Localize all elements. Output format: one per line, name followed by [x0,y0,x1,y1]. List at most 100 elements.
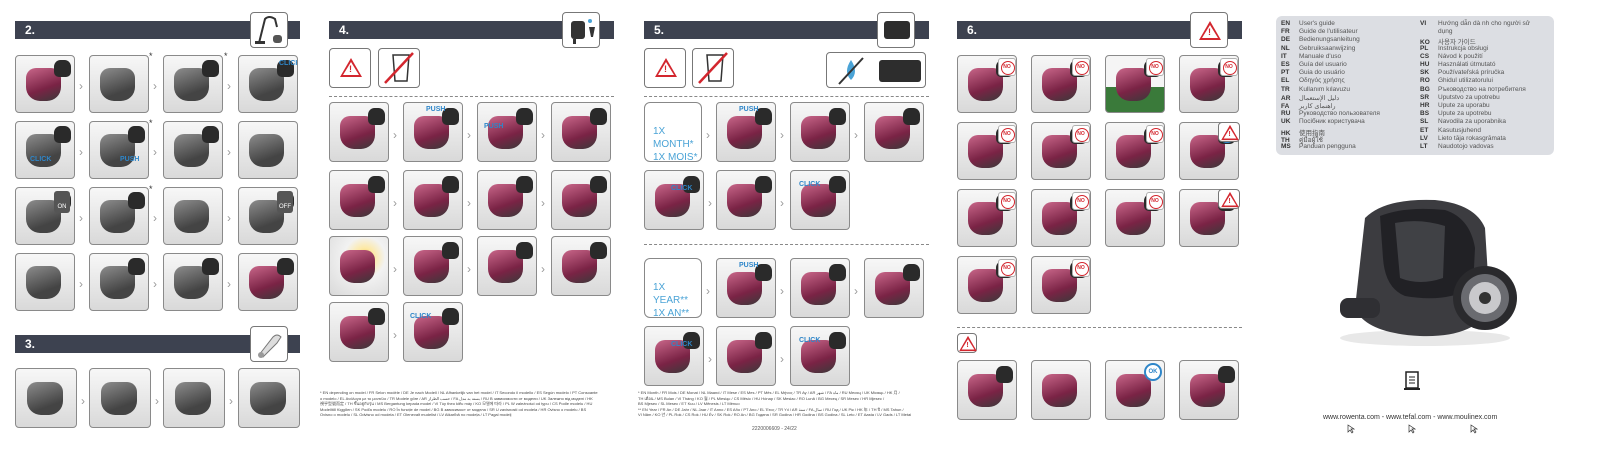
language-name: Lieto tāja rokasgrāmata [1438,134,1506,142]
no-label: NO [1003,131,1011,137]
push-label: PUSH [426,106,446,113]
language-name: Használati útmutató [1438,61,1496,68]
next-step-chevron: › [708,352,712,366]
filter-icon [879,60,921,82]
language-code: VI [1420,20,1427,27]
step-illustration: PUSH [716,258,776,318]
push-label: PUSH [484,123,504,130]
no-sign-icon: NO [1220,58,1238,76]
language-code: LV [1420,134,1428,142]
vacuum-illustration [26,266,62,299]
no-label: NO [1077,131,1085,137]
footnote-marker: * [149,118,153,128]
next-step-chevron: › [854,128,858,142]
no-sign-icon: NO [1072,125,1090,143]
hand-illustration [590,107,607,126]
next-step-chevron: › [541,128,545,142]
hand-illustration [755,107,772,126]
no-sign-icon: NO [1072,259,1090,277]
section-4-header: 4. [329,21,614,39]
click-label: CLICK [671,185,693,192]
hand-illustration [54,126,71,144]
hand-illustration [829,107,846,126]
language-name: 使用指南 [1299,129,1325,137]
language-name: Ръководство на потребителя [1438,85,1526,93]
section-6-bottom-warning-box: ! [957,333,977,353]
next-step-chevron: › [79,277,83,291]
manual-book-icon [1404,371,1420,390]
section-5-warning-box: ! [644,48,686,88]
no-sign-icon: NO [1146,125,1164,143]
hand-illustration [277,258,294,276]
hand-illustration [996,365,1013,384]
section-5-header: 5. [644,21,929,39]
language-name: Návod k použití [1438,52,1483,60]
section-number: 6. [967,23,978,37]
language-name: Guia do usuário [1299,69,1345,77]
step-illustration [1031,360,1091,420]
hand-illustration [683,331,700,350]
no-label: NO [1151,198,1159,204]
language-code: MS [1281,143,1291,150]
language-code: TR [1281,85,1290,93]
document-code: 2220006609 - 24/22 [752,426,797,432]
step-illustration: NO [957,55,1017,113]
hand-illustration [202,60,219,78]
step-illustration [790,258,850,318]
language-name: User's guide [1299,20,1335,27]
step-illustration [89,253,149,311]
section-4-warning-box: ! [329,48,371,88]
step-illustration [716,326,776,386]
language-code: EL [1281,77,1290,85]
no-sign-icon: NO [998,58,1016,76]
language-name: Kullanım kılavuzu [1299,85,1350,93]
click-label: CLICK [279,60,297,67]
step-illustration [477,170,537,230]
off-button-icon: OFF [277,191,293,213]
section-2-header: 2. [15,21,300,39]
section-number: 5. [654,23,665,37]
warning-icon-box: ! [1218,122,1240,142]
warning-triangle-icon: ! [340,58,362,77]
step-illustration [238,253,298,311]
language-code: FR [1281,28,1290,36]
next-step-chevron: › [854,284,858,298]
next-step-chevron: › [79,145,83,159]
hand-illustration [128,258,145,276]
step-illustration: ON [15,187,75,245]
step-illustration: CLICK [15,121,75,179]
website-links[interactable]: www.rowenta.com - www.tefal.com - www.mo… [1323,414,1498,421]
language-name: 사용자 가이드 [1438,39,1476,47]
next-step-chevron: › [227,211,231,225]
step-illustration: PUSH [716,102,776,162]
language-name: Používateľská príručka [1438,69,1505,77]
warning-triangle-icon: ! [655,58,677,77]
section-5-no-water-box [692,48,734,88]
language-code: RO [1420,77,1430,85]
section-4-no-water-box [378,48,420,88]
language-code: FA [1281,103,1290,110]
next-step-chevron: › [153,79,157,93]
language-code: BG [1420,85,1430,93]
language-code: RU [1281,110,1291,118]
step-illustration: CLICK [790,326,850,386]
hand-illustration [368,107,385,126]
footnote-marker: * [149,51,153,61]
next-step-chevron: › [780,196,784,210]
step-illustration: PUSH [403,102,463,162]
language-name: Upute za upotrebu [1438,110,1492,118]
language-code: KO [1420,39,1430,47]
section-4-footnote: * EN depending on model / FR Selon modèl… [320,390,598,417]
language-list-panel [1276,16,1554,155]
step-illustration: CLICK [238,55,298,113]
